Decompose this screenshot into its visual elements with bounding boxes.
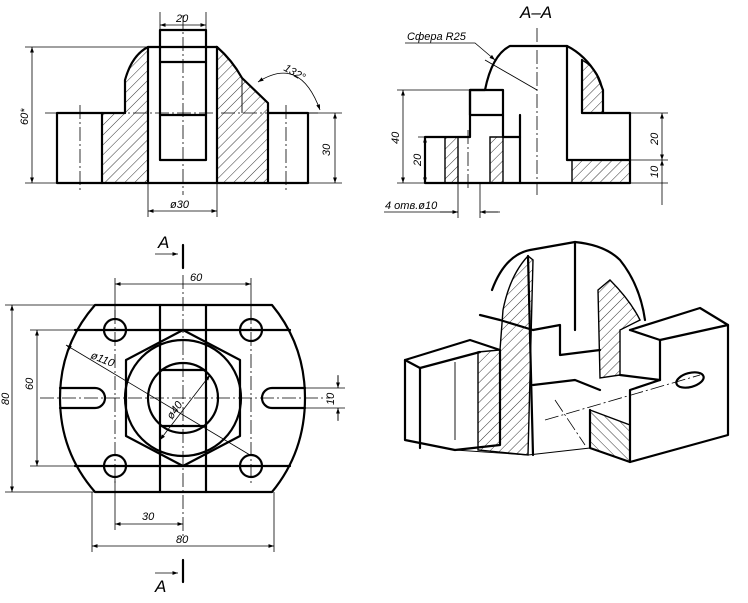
section-hatch-lower-mid bbox=[489, 136, 504, 184]
dim-height-outer: 80 bbox=[0, 392, 12, 405]
dim-right-lower: 10 bbox=[649, 165, 661, 178]
section-view: А–А Сфера R25 40 20 bbox=[384, 3, 668, 218]
note-holes: 4 отв.ø10 bbox=[385, 200, 438, 212]
section-step bbox=[468, 88, 505, 117]
iso-left-arm-top bbox=[403, 350, 482, 370]
iso-dome-edge bbox=[526, 254, 535, 457]
front-right-section bbox=[216, 45, 269, 184]
plan-view: А А 60 ø11 bbox=[0, 233, 345, 596]
section-hatch-lower-left bbox=[444, 136, 459, 184]
iso-section-right bbox=[597, 279, 641, 379]
section-dome-line bbox=[580, 58, 605, 115]
iso-right-inner bbox=[618, 373, 662, 382]
dim-height-inner: 60 bbox=[24, 377, 36, 390]
plan-hexagon bbox=[124, 328, 242, 468]
cut-mark-bottom: А bbox=[154, 577, 166, 596]
section-inner-wall3 bbox=[501, 113, 522, 139]
dim-offset: 30 bbox=[142, 511, 155, 523]
iso-section-left bbox=[477, 255, 534, 456]
isometric-view bbox=[403, 240, 730, 464]
iso-base-line bbox=[454, 447, 591, 456]
section-sphere-line bbox=[484, 59, 538, 91]
iso-right-arm-top bbox=[628, 323, 730, 342]
sphere-leader bbox=[405, 42, 496, 61]
dim-d110-leader bbox=[65, 344, 251, 456]
iso-step-1 bbox=[531, 323, 602, 357]
iso-step-2 bbox=[531, 378, 602, 392]
section-hatch-lower-right bbox=[571, 159, 631, 184]
dim-slot: 10 bbox=[325, 392, 337, 405]
dim-right-upper: 20 bbox=[649, 132, 661, 146]
dim-section-height: 40 bbox=[390, 131, 402, 144]
front-left-section bbox=[101, 45, 149, 184]
front-view: 20 60* 132° 30 ø30 bbox=[19, 12, 342, 217]
dim-angle: 132° bbox=[282, 62, 308, 84]
iso-inner-left bbox=[478, 313, 535, 332]
dim-width-top: 20 bbox=[175, 13, 189, 25]
section-title: А–А bbox=[519, 3, 552, 22]
plan-slot-left bbox=[58, 386, 107, 410]
iso-axis-2 bbox=[554, 399, 586, 446]
dim-angle-arc bbox=[257, 72, 321, 111]
cut-mark-top: А bbox=[157, 233, 169, 252]
plan-outline bbox=[58, 303, 307, 494]
section-inner-wall2 bbox=[565, 44, 632, 162]
dim-height-total: 60* bbox=[19, 108, 31, 125]
iso-axis-1 bbox=[544, 374, 701, 421]
dim-height-base: 30 bbox=[321, 143, 333, 156]
dim-section-height-inner: 20 bbox=[412, 153, 424, 167]
dim-diameter: ø30 bbox=[170, 199, 190, 211]
iso-right-arm-edge bbox=[628, 338, 662, 464]
dim-d40-leader bbox=[159, 374, 211, 441]
dim-hole-spacing: 60 bbox=[190, 272, 203, 284]
dim-width: 80 bbox=[176, 534, 189, 546]
iso-dome bbox=[490, 240, 647, 322]
note-sphere: Сфера R25 bbox=[407, 31, 467, 43]
iso-hole bbox=[675, 371, 705, 389]
